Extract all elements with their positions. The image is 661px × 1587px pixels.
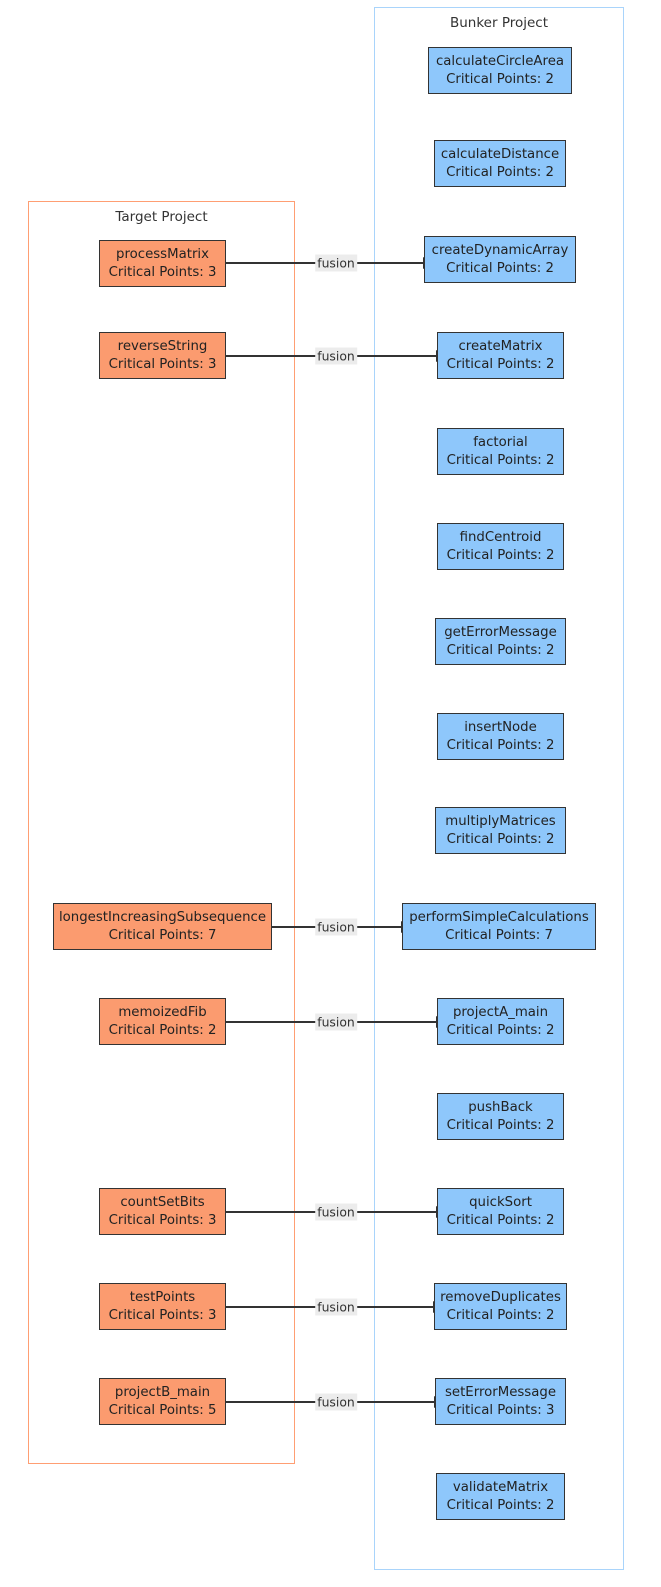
- node-metric: Critical Points: 2: [446, 164, 554, 180]
- node-label: quickSort: [469, 1195, 532, 1210]
- node-label: calculateDistance: [440, 147, 560, 162]
- cluster-bunker-project: Bunker Project: [374, 7, 624, 1570]
- node-label: createDynamicArray: [431, 243, 569, 258]
- node-label: countSetBits: [120, 1195, 205, 1210]
- node-metric: Critical Points: 2: [446, 1497, 555, 1513]
- edge-label-fusion: fusion: [315, 1393, 357, 1411]
- node-metric: Critical Points: 2: [446, 547, 555, 563]
- cluster-target-project: Target Project: [28, 201, 295, 1464]
- edge-label-fusion: fusion: [315, 254, 357, 272]
- node-label: processMatrix: [116, 247, 209, 262]
- node-label: reverseString: [117, 339, 208, 354]
- node-label: factorial: [473, 435, 528, 450]
- node-label: memoizedFib: [118, 1005, 207, 1020]
- node-metric: Critical Points: 2: [446, 1212, 555, 1228]
- node-metric: Critical Points: 2: [446, 737, 555, 753]
- node-label: pushBack: [468, 1100, 533, 1115]
- node-metric: Critical Points: 2: [446, 642, 555, 658]
- node-metric: Critical Points: 2: [446, 1307, 555, 1323]
- node-metric: Critical Points: 2: [446, 260, 554, 276]
- node-metric: Critical Points: 2: [446, 1022, 555, 1038]
- node-metric: Critical Points: 3: [108, 264, 217, 280]
- node-label: removeDuplicates: [440, 1290, 561, 1305]
- node-metric: Critical Points: 2: [446, 71, 554, 87]
- edge-label-fusion: fusion: [315, 1298, 357, 1316]
- node-metric: Critical Points: 2: [446, 452, 555, 468]
- edge-label-fusion: fusion: [315, 918, 357, 936]
- node-label: setErrorMessage: [444, 1385, 556, 1400]
- node-metric: Critical Points: 7: [108, 927, 217, 943]
- node-metric: Critical Points: 7: [445, 927, 553, 943]
- edge-label-fusion: fusion: [315, 1013, 357, 1031]
- node-label: createMatrix: [458, 339, 543, 354]
- node-metric: Critical Points: 3: [108, 356, 217, 372]
- node-metric: Critical Points: 2: [108, 1022, 217, 1038]
- node-label: validateMatrix: [452, 1480, 549, 1495]
- node-metric: Critical Points: 2: [446, 831, 555, 847]
- node-label: longestIncreasingSubsequence: [58, 910, 267, 925]
- node-metric: Critical Points: 3: [108, 1307, 217, 1323]
- node-label: calculateCircleArea: [435, 54, 565, 69]
- cluster-target-project-title: Target Project: [115, 208, 208, 225]
- node-metric: Critical Points: 5: [108, 1402, 217, 1418]
- node-metric: Critical Points: 2: [446, 356, 555, 372]
- edge-label-fusion: fusion: [315, 347, 357, 365]
- node-label: projectB_main: [114, 1385, 211, 1400]
- node-label: multiplyMatrices: [445, 814, 556, 829]
- node-label: testPoints: [129, 1290, 196, 1305]
- node-label: getErrorMessage: [444, 625, 557, 640]
- node-label: findCentroid: [459, 530, 542, 545]
- node-label: projectA_main: [452, 1005, 549, 1020]
- edge-label-fusion: fusion: [315, 1203, 357, 1221]
- cluster-bunker-project-title: Bunker Project: [449, 14, 549, 31]
- node-metric: Critical Points: 3: [108, 1212, 217, 1228]
- node-metric: Critical Points: 2: [446, 1117, 555, 1133]
- node-label: performSimpleCalculations: [409, 910, 589, 925]
- node-metric: Critical Points: 3: [446, 1402, 555, 1418]
- node-label: insertNode: [464, 720, 537, 735]
